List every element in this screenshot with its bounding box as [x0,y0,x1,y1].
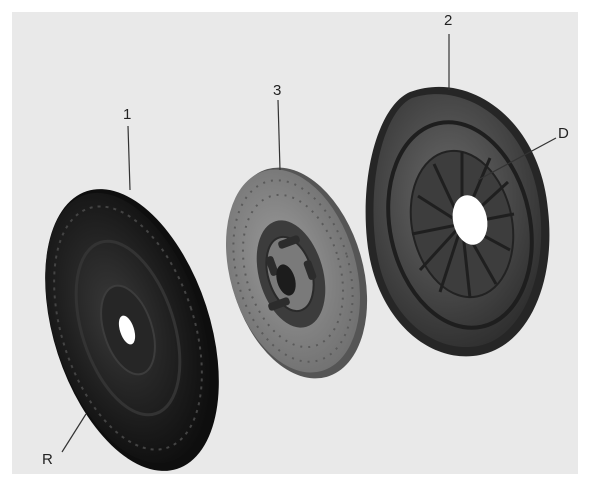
callout-d: D [558,126,569,141]
leader-part-1 [128,126,130,190]
callout-part-2: 2 [444,13,452,28]
callout-part-3: 3 [273,83,281,98]
callout-r: R [42,452,53,467]
leader-r [62,414,86,452]
callout-part-1: 1 [123,107,131,122]
clutch-disc [204,151,390,395]
pressure-plate [366,87,550,357]
leader-part-3 [278,100,280,170]
flywheel [13,167,252,488]
